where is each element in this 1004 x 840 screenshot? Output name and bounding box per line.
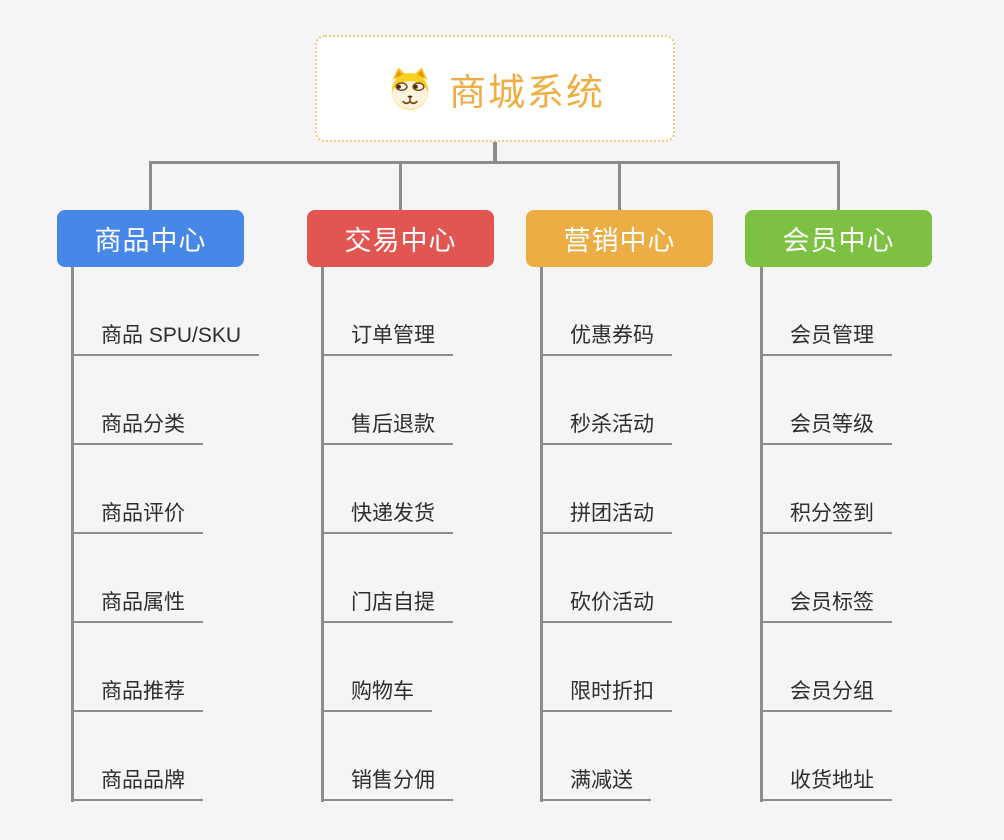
leaf-node[interactable]: 商品属性 [71,587,203,623]
branch-header-label: 营销中心 [563,226,676,256]
root-node[interactable]: 商城系统 [315,35,675,142]
leaf-node[interactable]: 拼团活动 [540,498,672,534]
leaf-node[interactable]: 商品 SPU/SKU [71,320,260,356]
leaf-node[interactable]: 会员分组 [760,676,892,712]
leaf-node[interactable]: 秒杀活动 [540,409,672,445]
branch-rail-line [149,161,840,164]
branch-header-label: 交易中心 [344,226,457,256]
branch-header-trade-center[interactable]: 交易中心 [307,210,494,267]
branch-spine-line [321,266,324,802]
leaf-node[interactable]: 商品分类 [71,409,203,445]
branch-drop-line [149,161,152,211]
leaf-node[interactable]: 商品推荐 [71,676,203,712]
leaf-node[interactable]: 售后退款 [321,409,453,445]
branch-spine-line [71,266,74,802]
branch-header-member-center[interactable]: 会员中心 [745,210,932,267]
root-connector-stub [493,140,497,164]
leaf-node[interactable]: 会员管理 [760,320,892,356]
leaf-node[interactable]: 商品评价 [71,498,203,534]
leaf-node[interactable]: 积分签到 [760,498,892,534]
leaf-node[interactable]: 商品品牌 [71,765,203,801]
leaf-node[interactable]: 限时折扣 [540,676,672,712]
dog-face-icon [391,67,429,110]
branch-drop-line [837,161,840,211]
leaf-node[interactable]: 门店自提 [321,587,453,623]
leaf-node[interactable]: 购物车 [321,676,432,712]
branch-header-product-center[interactable]: 商品中心 [57,210,244,267]
leaf-node[interactable]: 优惠券码 [540,320,672,356]
branch-spine-line [760,266,763,802]
branch-header-label: 商品中心 [94,226,207,256]
leaf-node[interactable]: 砍价活动 [540,587,672,623]
branch-header-label: 会员中心 [782,226,895,256]
branch-drop-line [618,161,621,211]
branch-header-marketing-center[interactable]: 营销中心 [526,210,713,267]
leaf-node[interactable]: 收货地址 [760,765,892,801]
leaf-node[interactable]: 快递发货 [321,498,453,534]
root-title: 商城系统 [449,71,605,113]
leaf-node[interactable]: 满减送 [540,765,651,801]
branch-spine-line [540,266,543,802]
leaf-node[interactable]: 销售分佣 [321,765,453,801]
branch-drop-line [399,161,402,211]
leaf-node[interactable]: 会员等级 [760,409,892,445]
leaf-node[interactable]: 订单管理 [321,320,453,356]
leaf-node[interactable]: 会员标签 [760,587,892,623]
